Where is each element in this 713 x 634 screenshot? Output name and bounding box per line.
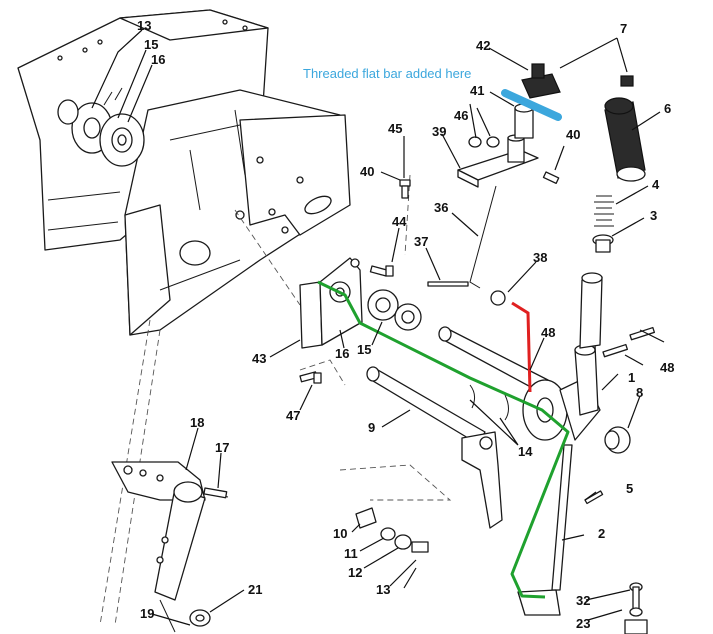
callout-40: 42 (476, 38, 490, 53)
callout-33: 32 (576, 593, 590, 608)
callout-10: 10 (333, 526, 347, 541)
callout-32: 23 (576, 616, 590, 631)
callout-7: 7 (620, 21, 627, 36)
callout-41: 43 (252, 351, 266, 366)
shaft-assembly (366, 326, 549, 529)
callout-2: 2 (598, 526, 605, 541)
callout-9: 9 (368, 420, 375, 435)
callout-43: 45 (388, 121, 402, 136)
callout-11: 11 (344, 546, 358, 561)
callout-44: 46 (454, 108, 468, 123)
highlight-flat-bar (501, 89, 562, 121)
callout-15: 15 (357, 342, 371, 357)
callout-16-top: 16 (151, 52, 165, 67)
callout-39: 41 (470, 83, 484, 98)
callout-5: 5 (626, 481, 633, 496)
callout-15-top: 15 (144, 37, 158, 52)
upper-bracket (399, 63, 561, 306)
control-arm (522, 272, 656, 454)
callout-21: 19 (140, 606, 154, 621)
callout-4: 4 (652, 177, 660, 192)
callout-13: 13 (376, 582, 390, 597)
bracket-assembly (299, 257, 422, 384)
callout-36: 38 (533, 250, 547, 265)
callout-46: 48 (541, 325, 555, 340)
callout-14: 14 (518, 444, 533, 459)
lower-hardware (355, 444, 648, 634)
callout-38-right: 40 (566, 127, 580, 142)
callout-23: 21 (248, 582, 262, 597)
callout-12: 12 (348, 565, 362, 580)
leader-lines (91, 29, 665, 626)
callout-34: 36 (434, 200, 448, 215)
callout-42: 44 (392, 214, 407, 229)
highlight-red-path (511, 301, 532, 393)
callout-1: 1 (628, 370, 635, 385)
callout-3: 3 (650, 208, 657, 223)
callout-38-left: 40 (360, 164, 374, 179)
callout-8: 8 (636, 385, 643, 400)
callout-19: 18 (190, 415, 204, 430)
pedal-linkage (111, 461, 229, 633)
callout-numbers: 13 15 16 7 42 41 6 45 46 39 40 40 4 36 3… (137, 18, 674, 631)
handle-assembly (592, 75, 646, 253)
frame-assembly (17, 9, 351, 336)
annotation-text: Threaded flat bar added here (303, 66, 471, 81)
callout-45: 47 (286, 408, 300, 423)
callout-18: 17 (215, 440, 229, 455)
highlight-green-path (317, 280, 570, 599)
callout-17: 13 (137, 18, 151, 33)
callout-47: 48 (660, 360, 674, 375)
callout-35: 37 (414, 234, 428, 249)
callout-16: 16 (335, 346, 349, 361)
callout-37: 39 (432, 124, 446, 139)
callout-6: 6 (664, 101, 671, 116)
